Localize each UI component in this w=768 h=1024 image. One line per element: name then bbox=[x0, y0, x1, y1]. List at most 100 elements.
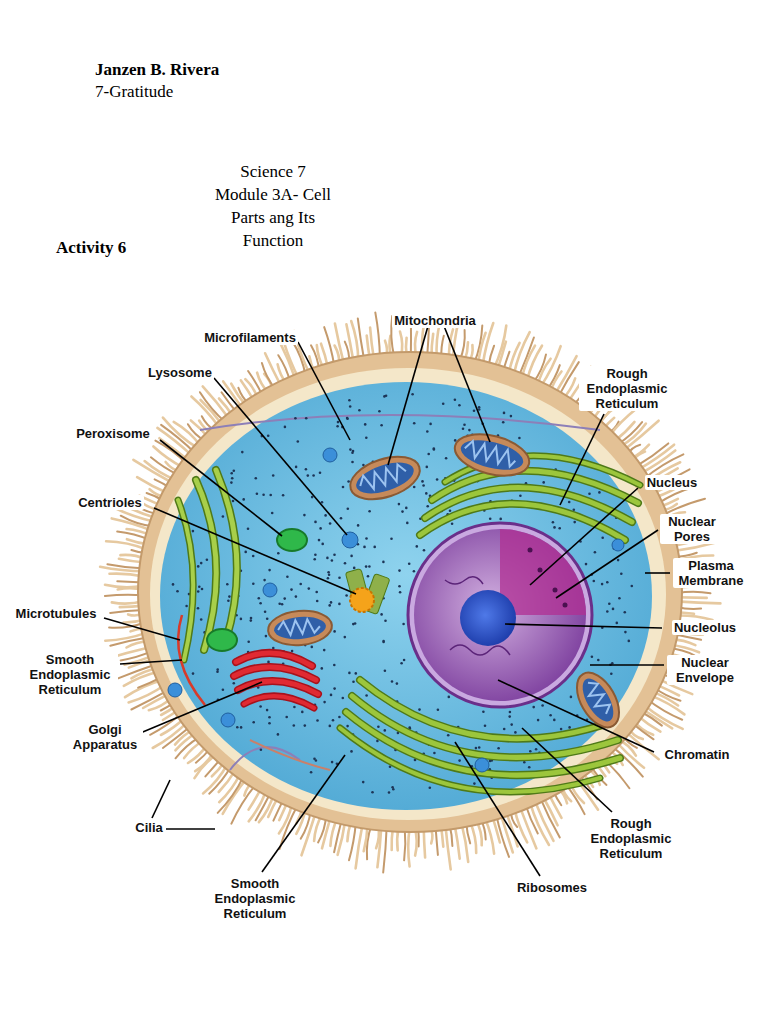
ribosome bbox=[454, 399, 457, 402]
ribosome bbox=[222, 688, 225, 691]
peroxisome bbox=[207, 629, 237, 651]
ribosome bbox=[226, 583, 229, 586]
ribosome bbox=[247, 641, 250, 644]
ribosome bbox=[327, 571, 330, 574]
ribosome bbox=[608, 603, 611, 606]
ribosome bbox=[382, 561, 385, 564]
ribosome bbox=[433, 447, 436, 450]
golgi-sac bbox=[244, 696, 314, 708]
ribosome bbox=[518, 437, 521, 440]
ribosome bbox=[411, 393, 414, 396]
ribosome bbox=[363, 546, 366, 549]
ribosome bbox=[468, 429, 471, 432]
leader-line bbox=[152, 780, 170, 818]
ribosome bbox=[277, 552, 280, 555]
ribosome bbox=[593, 580, 596, 583]
ribosome bbox=[268, 569, 271, 572]
cilium bbox=[483, 323, 494, 366]
nuclear-pore bbox=[528, 548, 533, 553]
ribosome bbox=[591, 656, 594, 659]
ribosome bbox=[396, 682, 399, 685]
cytoplasm bbox=[160, 382, 652, 810]
er-sheet bbox=[425, 487, 632, 522]
mito-cristae bbox=[277, 618, 320, 636]
cilium bbox=[461, 823, 468, 862]
ribosome bbox=[283, 597, 286, 600]
ribosome bbox=[236, 726, 239, 729]
ribosome bbox=[391, 786, 394, 789]
ribosome bbox=[345, 594, 348, 597]
lysosome bbox=[475, 758, 489, 772]
ribosome bbox=[398, 569, 401, 572]
leader-line bbox=[154, 508, 356, 594]
part-label: Rough Endoplasmic Reticulum bbox=[583, 816, 679, 861]
ribosome bbox=[553, 526, 556, 529]
leader-line bbox=[645, 572, 670, 574]
peroxisome bbox=[277, 529, 307, 551]
ribosome bbox=[408, 726, 411, 729]
membrane-band bbox=[150, 368, 666, 820]
leader-line bbox=[298, 342, 350, 440]
ribosome bbox=[295, 466, 298, 469]
leader-line bbox=[455, 742, 540, 876]
microfilament bbox=[230, 747, 300, 770]
ribosome bbox=[316, 719, 319, 722]
ribosome bbox=[553, 719, 556, 722]
ribosome bbox=[252, 583, 255, 586]
ribosome bbox=[423, 549, 426, 552]
cilium bbox=[375, 312, 380, 358]
ribosome bbox=[508, 715, 511, 718]
ribosome bbox=[197, 565, 200, 568]
ribosome bbox=[398, 503, 401, 506]
ribosome bbox=[342, 697, 345, 700]
ribosome bbox=[365, 436, 368, 439]
activity-heading: Activity 6 bbox=[56, 236, 126, 259]
ribosome bbox=[323, 701, 326, 704]
ribosome bbox=[286, 576, 289, 579]
ribosome bbox=[258, 597, 261, 600]
ribosome bbox=[484, 725, 487, 728]
ribosome bbox=[355, 672, 358, 675]
ribosome bbox=[601, 536, 604, 539]
ribosome bbox=[338, 603, 341, 606]
ribosome bbox=[620, 572, 623, 575]
ribosome bbox=[549, 714, 552, 717]
ribosome bbox=[351, 451, 354, 454]
leader-line bbox=[498, 680, 654, 752]
ribosome bbox=[347, 507, 350, 510]
ribosome bbox=[260, 749, 263, 752]
ribosome bbox=[291, 650, 294, 653]
ribosome bbox=[535, 748, 538, 751]
centrosome bbox=[350, 588, 374, 612]
ribosome bbox=[478, 406, 481, 409]
ribosome bbox=[230, 472, 233, 475]
mito-cristae bbox=[357, 463, 408, 493]
lysosome bbox=[342, 532, 358, 548]
ribosome bbox=[429, 423, 432, 426]
membrane-outer bbox=[138, 352, 682, 832]
nuclear-envelope bbox=[408, 523, 592, 707]
ribosome bbox=[316, 600, 319, 603]
lysosome bbox=[168, 683, 182, 697]
ribosome bbox=[326, 557, 329, 560]
module-heading: Module 3A- Cell Parts ang Its Function bbox=[211, 183, 335, 252]
cilium bbox=[408, 827, 409, 866]
ribosome bbox=[449, 510, 452, 513]
ribosome bbox=[371, 791, 374, 794]
ribosome bbox=[319, 527, 322, 530]
part-label: Ribosomes bbox=[515, 880, 589, 895]
ribosome bbox=[240, 618, 243, 621]
ribosome bbox=[333, 664, 336, 667]
ribosome bbox=[346, 725, 349, 728]
ribosome bbox=[233, 682, 236, 685]
ribosome bbox=[305, 417, 308, 420]
ribosome bbox=[308, 587, 311, 590]
ribosome bbox=[255, 477, 258, 480]
part-label: Plasma Membrane bbox=[673, 558, 749, 588]
ribosome bbox=[624, 611, 627, 614]
ribosome bbox=[427, 453, 430, 456]
ribosome bbox=[612, 608, 615, 611]
ribosome bbox=[290, 588, 293, 591]
ribosome bbox=[528, 766, 531, 769]
ribosome bbox=[429, 786, 432, 789]
